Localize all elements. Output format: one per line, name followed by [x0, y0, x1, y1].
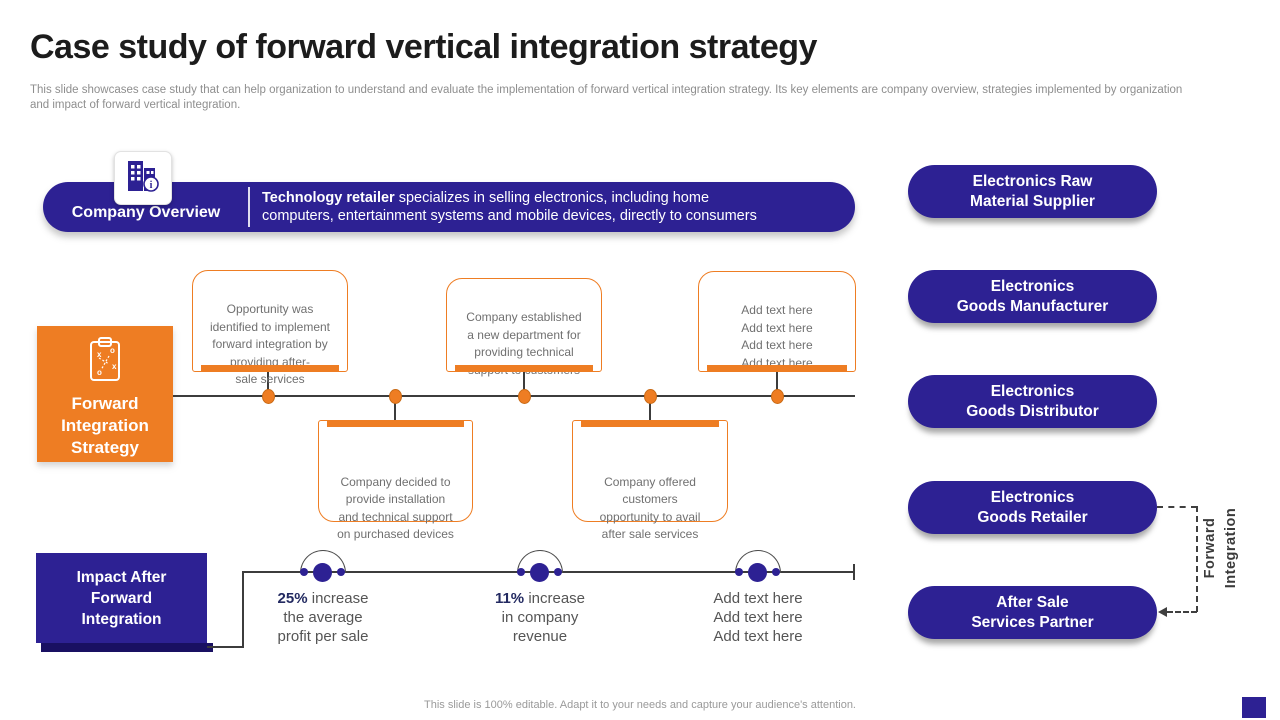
dashed-connector-top	[1157, 506, 1197, 508]
stat-node-dot-left-2	[517, 568, 525, 576]
stat-node-dot-right-3	[772, 568, 780, 576]
impact-box-shadow	[41, 643, 213, 652]
company-overview-text[interactable]: Technology retailer specializes in selli…	[262, 190, 757, 224]
forward-integration-strategy-box[interactable]: x o x o Forward Integration Strategy	[37, 326, 173, 462]
corner-square-decoration	[1242, 697, 1266, 718]
callout-accent-bar	[455, 365, 593, 372]
timeline-dot-5	[771, 389, 784, 404]
timeline-line	[173, 395, 855, 397]
svg-text:x: x	[112, 362, 117, 371]
strategy-clipboard-icon: x o x o	[85, 336, 125, 389]
stat-node-1	[313, 563, 332, 582]
callout-accent-bar	[707, 365, 847, 372]
forward-integration-strategy-label: Forward Integration Strategy	[61, 394, 149, 457]
stat-node-dot-right-1	[337, 568, 345, 576]
forward-integration-arrow-label: Forward Integration	[1202, 507, 1239, 589]
strategy-callout-2[interactable]: Company established a new department for…	[446, 278, 602, 377]
stat-node-2	[530, 563, 549, 582]
dashed-connector-bottom	[1167, 611, 1197, 613]
callout-accent-bar	[581, 420, 719, 427]
svg-text:o: o	[110, 346, 115, 355]
editable-note: This slide is 100% editable. Adapt it to…	[424, 699, 856, 711]
stat-node-dot-left-3	[735, 568, 743, 576]
chain-pill-goods-retailer[interactable]: Electronics Goods Retailer	[908, 481, 1157, 534]
company-overview-banner	[43, 182, 855, 232]
strategy-callout-1[interactable]: Opportunity was identified to implement …	[192, 270, 348, 386]
timeline-dot-3	[518, 389, 531, 404]
connector-bottom-2	[649, 397, 651, 420]
timeline-dot-1	[262, 389, 275, 404]
overview-divider	[248, 187, 250, 227]
callout-accent-bar	[327, 420, 464, 427]
company-overview-icon-box: i	[114, 151, 172, 205]
svg-text:x: x	[97, 350, 102, 359]
timeline-dot-4	[644, 389, 657, 404]
dashed-connector-vertical	[1196, 506, 1198, 612]
connector-bottom-1	[394, 397, 396, 420]
dashed-connector-arrowhead	[1158, 607, 1167, 617]
company-overview-label[interactable]: Company Overview	[71, 204, 221, 221]
stat-node-3	[748, 563, 767, 582]
impact-line-end-tick	[853, 564, 855, 580]
connector-top-2	[523, 372, 525, 396]
callout-accent-bar	[201, 365, 339, 372]
svg-text:o: o	[97, 368, 102, 377]
stat-node-dot-right-2	[554, 568, 562, 576]
chain-pill-goods-distributor[interactable]: Electronics Goods Distributor	[908, 375, 1157, 428]
stat-node-dot-left-1	[300, 568, 308, 576]
chain-pill-after-sale-services-partner[interactable]: After Sale Services Partner	[908, 586, 1157, 639]
impact-after-forward-integration-box[interactable]: Impact After Forward Integration	[36, 553, 207, 643]
slide-description: This slide showcases case study that can…	[30, 84, 1183, 111]
chain-pill-goods-manufacturer[interactable]: Electronics Goods Manufacturer	[908, 270, 1157, 323]
strategy-callout-4[interactable]: Company decided to provide installation …	[318, 420, 473, 541]
strategy-callout-3[interactable]: Add text here Add text here Add text her…	[698, 271, 856, 372]
connector-top-3	[776, 372, 778, 396]
strategy-callout-5[interactable]: Company offered customers opportunity to…	[572, 420, 728, 541]
chain-pill-raw-material-supplier[interactable]: Electronics Raw Material Supplier	[908, 165, 1157, 218]
impact-connector-horizontal	[207, 646, 244, 648]
impact-connector-vertical	[242, 572, 244, 648]
page-title: Case study of forward vertical integrati…	[30, 28, 817, 66]
connector-top-1	[267, 372, 269, 396]
timeline-dot-2	[389, 389, 402, 404]
buildings-info-icon: i	[125, 157, 161, 200]
svg-text:i: i	[150, 180, 153, 191]
